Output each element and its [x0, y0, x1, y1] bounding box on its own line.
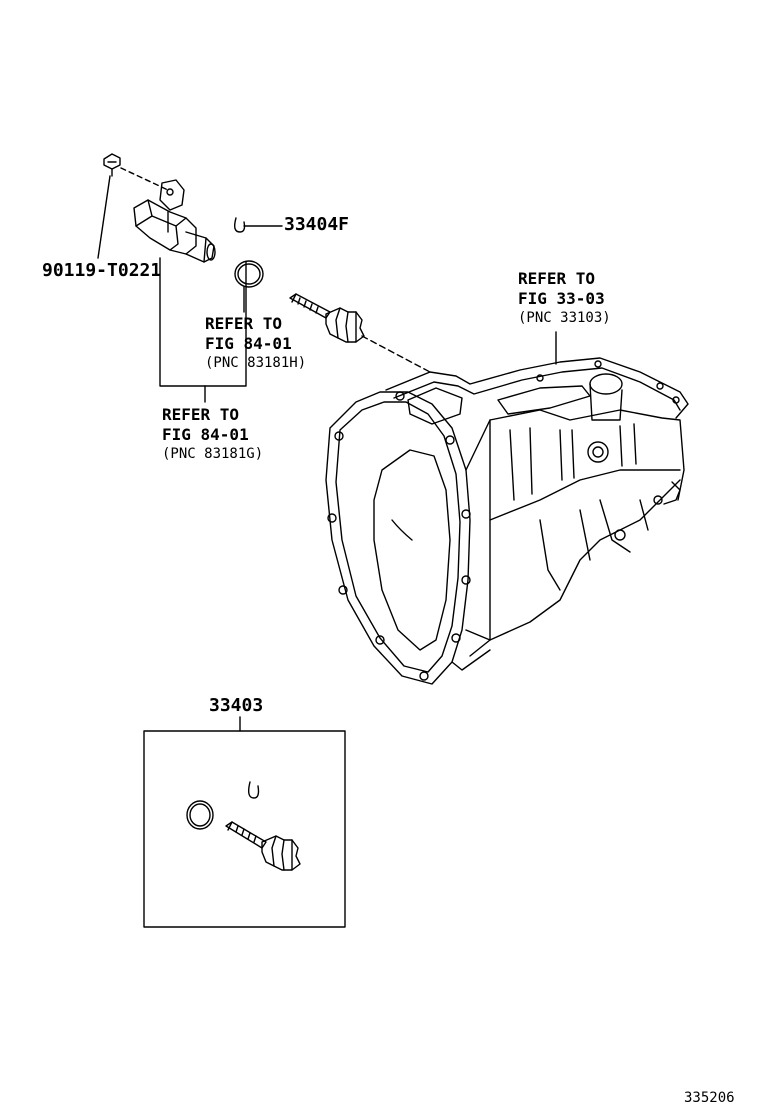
ref-case-line1: REFER TO — [518, 269, 596, 288]
bolt-part-number: 90119-T0221 — [42, 260, 162, 281]
ref-sensor-line2: FIG 84-01 — [162, 425, 249, 444]
ref-o-ring-line1: REFER TO — [205, 314, 283, 333]
ref-o-ring-line3: (PNC 83181H) — [205, 355, 307, 371]
ref-sensor: REFER TO FIG 84-01 (PNC 83181G) — [162, 407, 263, 465]
transmission-case-part — [325, 357, 689, 685]
retainer-part-number: 33404F — [284, 214, 350, 235]
kit-part-number: 33403 — [209, 695, 264, 716]
ref-case-line2: FIG 33-03 — [518, 289, 605, 308]
ref-sensor-line3: (PNC 83181G) — [162, 446, 264, 462]
driven-gear-part — [289, 293, 431, 373]
ref-case: REFER TO FIG 33-03 (PNC 33103) — [518, 271, 611, 329]
bolt-part — [97, 153, 169, 259]
ref-o-ring-line2: FIG 84-01 — [205, 334, 292, 353]
kit-box — [143, 716, 346, 928]
ref-case-line3: (PNC 33103) — [518, 310, 611, 326]
ref-sensor-line1: REFER TO — [162, 405, 240, 424]
o-ring-part — [234, 260, 264, 313]
speed-sensor-part — [133, 179, 247, 403]
diagram-id: 335206 — [684, 1090, 735, 1106]
retainer-clip-part — [233, 217, 283, 233]
ref-o-ring: REFER TO FIG 84-01 (PNC 83181H) — [205, 316, 306, 374]
